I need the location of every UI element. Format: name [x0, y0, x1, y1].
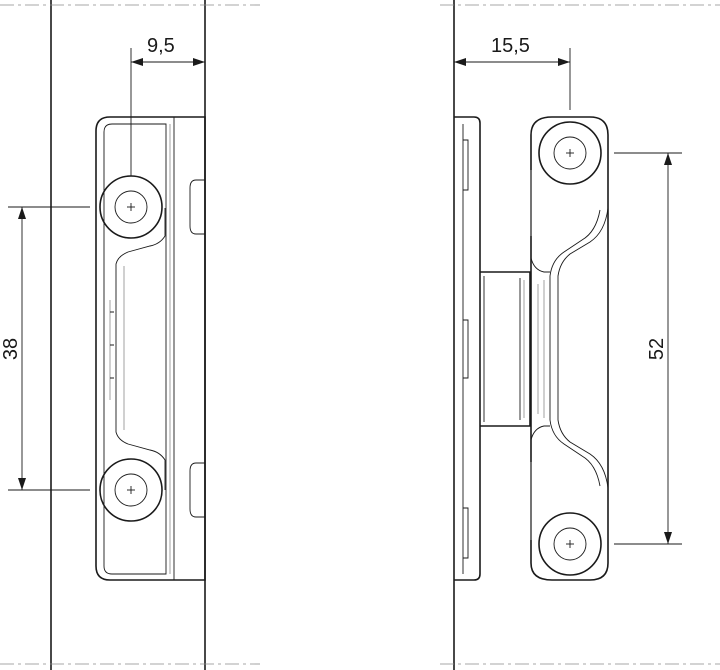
right-hinge-body [530, 116, 609, 581]
right-connecting-arm [480, 271, 531, 427]
dim-label-38: 38 [0, 338, 22, 360]
right-dim-horizontal: 15,5 [454, 35, 571, 110]
right-frame-profile [440, 0, 720, 670]
dim-label-9-5: 9,5 [147, 35, 175, 57]
dim-label-52: 52 [646, 338, 668, 360]
left-frame-profile [0, 0, 260, 670]
left-dim-vertical: 38 [0, 206, 90, 491]
right-screw-hole-top [538, 121, 602, 185]
dim-label-15-5: 15,5 [491, 35, 530, 57]
right-mounting-plate [454, 116, 481, 581]
left-dim-horizontal: 9,5 [130, 35, 205, 176]
left-screw-hole-top [99, 175, 163, 239]
right-dim-vertical: 52 [614, 152, 682, 545]
left-hinge-body [95, 116, 206, 581]
left-screw-hole-bottom [99, 458, 163, 522]
right-screw-hole-bottom [538, 512, 602, 576]
